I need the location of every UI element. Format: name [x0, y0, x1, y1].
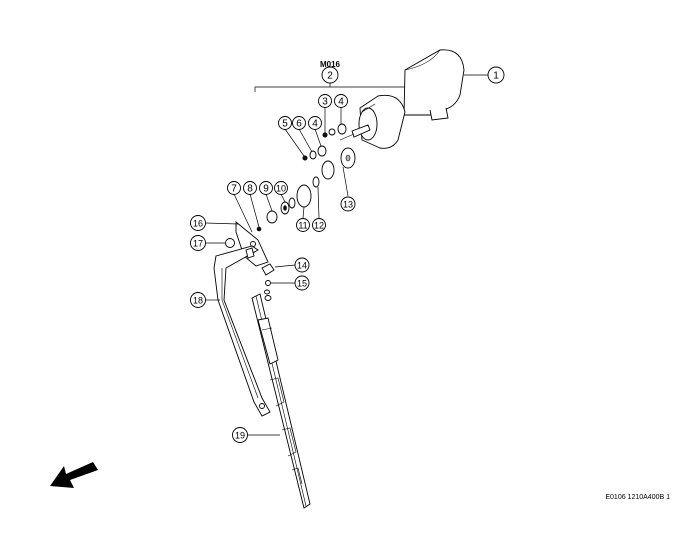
- svg-text:4: 4: [338, 97, 344, 108]
- callout-14: 14: [294, 257, 310, 273]
- svg-text:9: 9: [263, 184, 269, 195]
- wiper-blade: [248, 293, 311, 509]
- callout-2: 2: [321, 66, 339, 84]
- reference-code: E0106 1210A400B 1: [605, 494, 670, 501]
- motor-fasteners: [284, 107, 347, 161]
- svg-text:10: 10: [276, 184, 286, 194]
- callout-11: 11: [296, 218, 310, 232]
- motor-cover: [403, 49, 488, 121]
- callout-9: 9: [259, 181, 273, 195]
- svg-text:11: 11: [298, 221, 307, 231]
- svg-text:1: 1: [493, 71, 499, 82]
- callout-1: 1: [487, 66, 505, 84]
- svg-text:12: 12: [314, 221, 324, 231]
- svg-text:15: 15: [297, 279, 307, 289]
- svg-text:19: 19: [235, 431, 245, 441]
- callout-6: 6: [292, 116, 306, 130]
- callout-8: 8: [243, 181, 257, 195]
- svg-text:3: 3: [322, 97, 328, 108]
- callout-17: 17: [190, 235, 206, 251]
- callout-12: 12: [312, 218, 326, 232]
- svg-text:4: 4: [312, 119, 318, 130]
- svg-text:5: 5: [282, 119, 288, 130]
- svg-text:17: 17: [193, 239, 203, 249]
- svg-text:6: 6: [296, 119, 302, 130]
- svg-text:13: 13: [343, 200, 353, 210]
- callout-13: 13: [340, 196, 356, 212]
- callout-16: 16: [190, 215, 206, 231]
- callout-5: 5: [278, 116, 292, 130]
- callout-7: 7: [227, 181, 241, 195]
- svg-text:14: 14: [297, 261, 307, 271]
- callout-3: 3: [318, 94, 332, 108]
- wiper-arm: [206, 245, 271, 417]
- svg-text:2: 2: [327, 71, 333, 82]
- callout-4-lower: 4: [308, 116, 322, 130]
- arm-cap-and-nut: [261, 263, 296, 301]
- callout-4-upper: 4: [334, 94, 348, 108]
- callout-10: 10: [274, 181, 288, 195]
- svg-text:7: 7: [231, 184, 237, 195]
- svg-text:16: 16: [193, 219, 203, 229]
- wiper-motor: [339, 94, 406, 149]
- callout-19: 19: [232, 427, 248, 443]
- assembly-label: M016: [320, 60, 341, 69]
- spindle-seals: [233, 147, 356, 233]
- svg-text:18: 18: [193, 296, 203, 306]
- front-arrow-icon: [50, 462, 98, 488]
- callout-15: 15: [294, 275, 310, 291]
- svg-text:8: 8: [247, 184, 253, 195]
- callout-18: 18: [190, 292, 206, 308]
